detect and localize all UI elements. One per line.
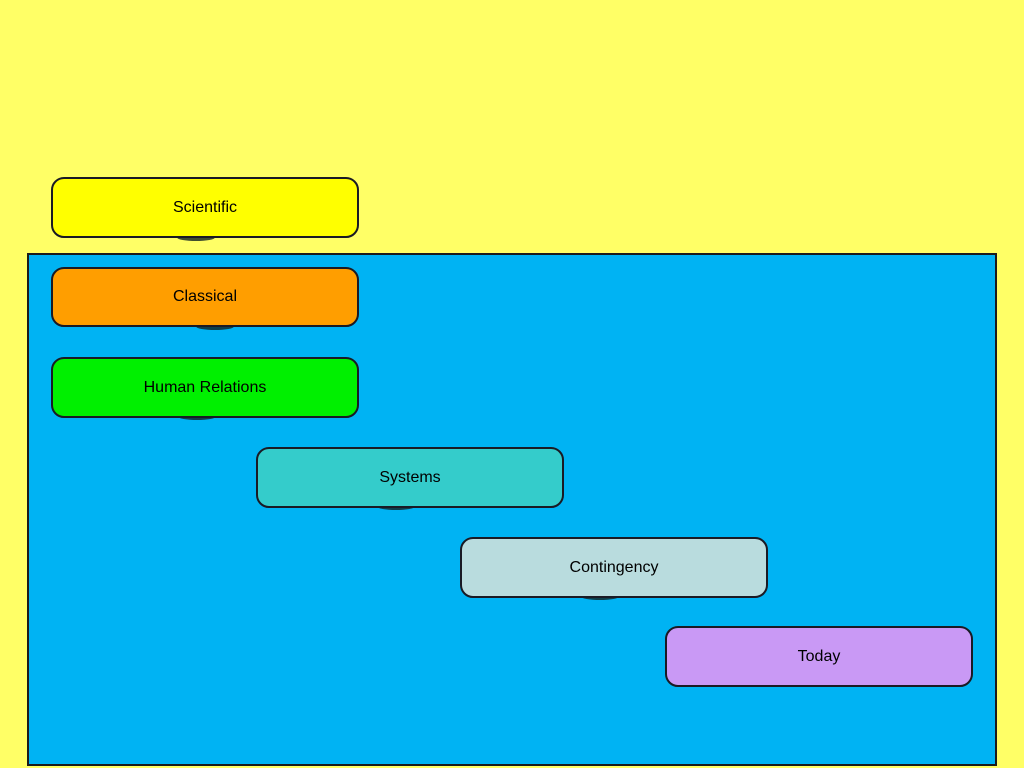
stage-box-classical: Classical (51, 267, 359, 327)
stage-box-systems: Systems (256, 447, 564, 508)
timeline-panel (27, 253, 997, 766)
stage-box-today: Today (665, 626, 973, 687)
stage-box-human-relations: Human Relations (51, 357, 359, 418)
stage-box-contingency: Contingency (460, 537, 768, 598)
stage-box-scientific: Scientific (51, 177, 359, 238)
stage-box-label: Human Relations (143, 378, 267, 396)
stage-box-label: Scientific (172, 198, 238, 216)
stage-box-label: Contingency (569, 558, 659, 576)
stage-box-label: Classical (172, 288, 237, 305)
stage-box-label: Systems (379, 468, 441, 486)
stage-box-label: Today (797, 647, 841, 665)
